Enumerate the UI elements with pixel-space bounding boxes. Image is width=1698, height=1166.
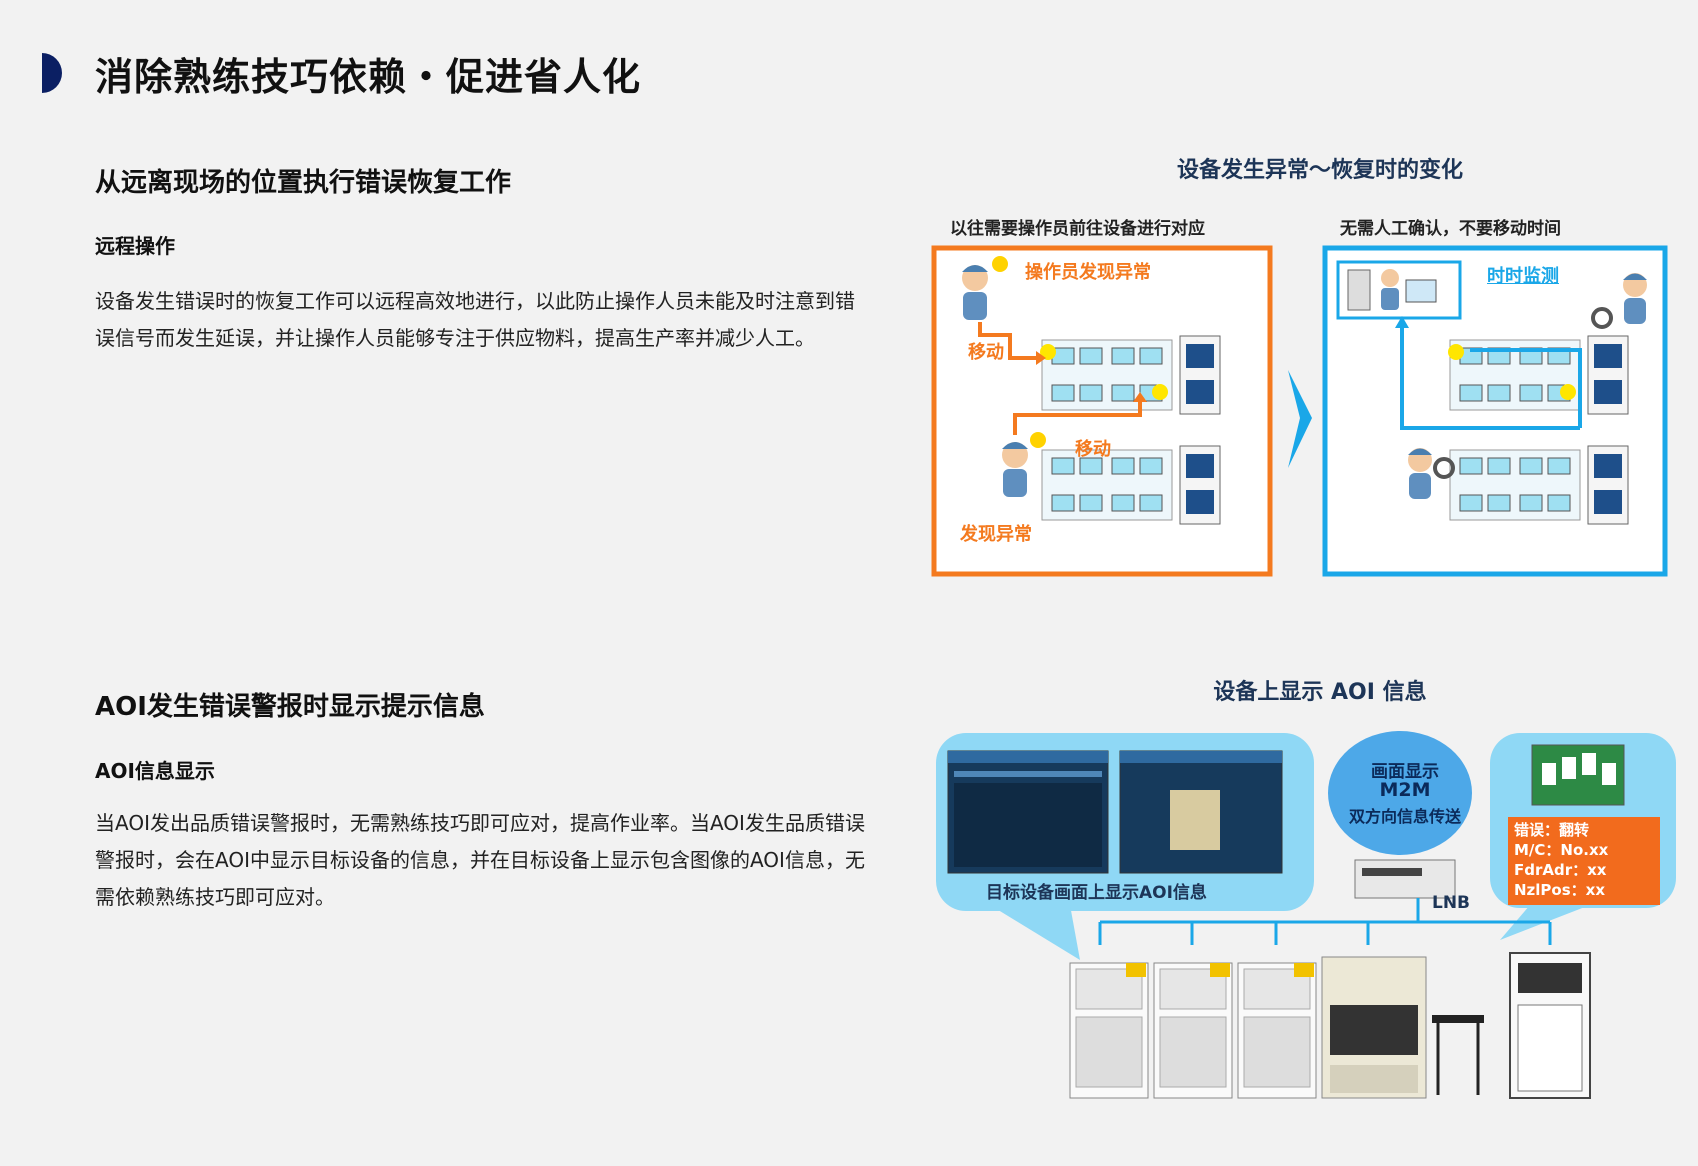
figure1-title: 设备发生异常～恢复时的变化 (1176, 158, 1463, 183)
error-line-4: NzlPos：xx (1514, 881, 1606, 899)
m2m-circle (1328, 731, 1472, 855)
label-m2m-2: M2M (1379, 779, 1431, 801)
label-move-2: 移动 (1075, 439, 1111, 460)
section1-subheading: 远程操作 (95, 234, 175, 258)
machine-row-right-upper (1448, 335, 1629, 415)
remote-operator-icon (1381, 269, 1399, 287)
machine-row-right-lower (1449, 445, 1629, 525)
page-title: 消除熟练技巧依赖・促进省人化 (95, 55, 642, 99)
label-lnb: LNB (1432, 893, 1471, 913)
label-found: 发现异常 (960, 524, 1032, 545)
figure1-left-caption: 以往需要操作员前往设备进行对应 (950, 219, 1205, 239)
operator-icon-3 (1591, 273, 1647, 329)
figure2-diagram (936, 731, 1676, 1099)
section1-body: 设备发生错误时的恢复工作可以远程高效地进行，以此防止操作人员未能及时注意到错误信… (95, 289, 855, 350)
label-move-1: 移动 (968, 342, 1004, 363)
placement-machine-4 (1321, 956, 1427, 1099)
label-m2m-3: 双方向信息传送 (1348, 807, 1461, 826)
label-monitor: 时时监测 (1487, 266, 1559, 287)
operator-icon-2 (1002, 432, 1046, 497)
error-info-text: 错误：翻转 M/C：No.xx FdrAdr：xx NzlPos：xx (1514, 820, 1608, 900)
figure1-diagram (931, 245, 1668, 577)
placement-machine-2 (1153, 962, 1233, 1099)
error-line-3: FdrAdr：xx (1514, 861, 1607, 879)
monitor-link-line (1400, 326, 1580, 430)
aoi-machine (1509, 952, 1591, 1099)
machine-row-lower (1041, 445, 1221, 525)
operator-icon-4 (1408, 448, 1455, 499)
aoi-image (1170, 790, 1220, 850)
move-arrow-1 (978, 322, 1036, 360)
label-operator-found: 操作员发现异常 (1025, 262, 1151, 283)
pc-monitor-icon (1405, 279, 1437, 303)
error-info-box (1508, 817, 1660, 905)
title-marker (42, 53, 62, 93)
section1-heading: 从远离现场的位置执行错误恢复工作 (95, 168, 512, 198)
transition-arrow (1288, 370, 1312, 468)
move-arrow-2 (1013, 402, 1142, 435)
conveyor-stand (1432, 1015, 1484, 1095)
section2-heading: AOI发生错误警报时显示提示信息 (95, 692, 485, 722)
section2-subheading: AOI信息显示 (95, 759, 215, 783)
error-line-2: M/C：No.xx (1514, 841, 1609, 859)
lnb-device-icon (1354, 859, 1456, 899)
machine-row-upper (1040, 335, 1221, 415)
error-line-1: 错误：翻转 (1514, 821, 1590, 839)
placement-machine-3 (1237, 962, 1317, 1099)
placement-machine-1 (1069, 962, 1149, 1099)
label-m2m-1: 画面显示 (1371, 762, 1439, 782)
figure2-title: 设备上显示 AOI 信息 (1213, 680, 1427, 705)
figure1-right-caption: 无需人工确认，不要移动时间 (1340, 219, 1561, 239)
pc-tower-icon (1347, 269, 1371, 311)
section2-body: 当AOI发出品质错误警报时，无需熟练技巧即可应对，提高作业率。当AOI发生品质错… (95, 811, 865, 909)
operator-icon-1 (962, 256, 1008, 320)
label-screen-caption: 目标设备画面上显示AOI信息 (986, 883, 1207, 903)
